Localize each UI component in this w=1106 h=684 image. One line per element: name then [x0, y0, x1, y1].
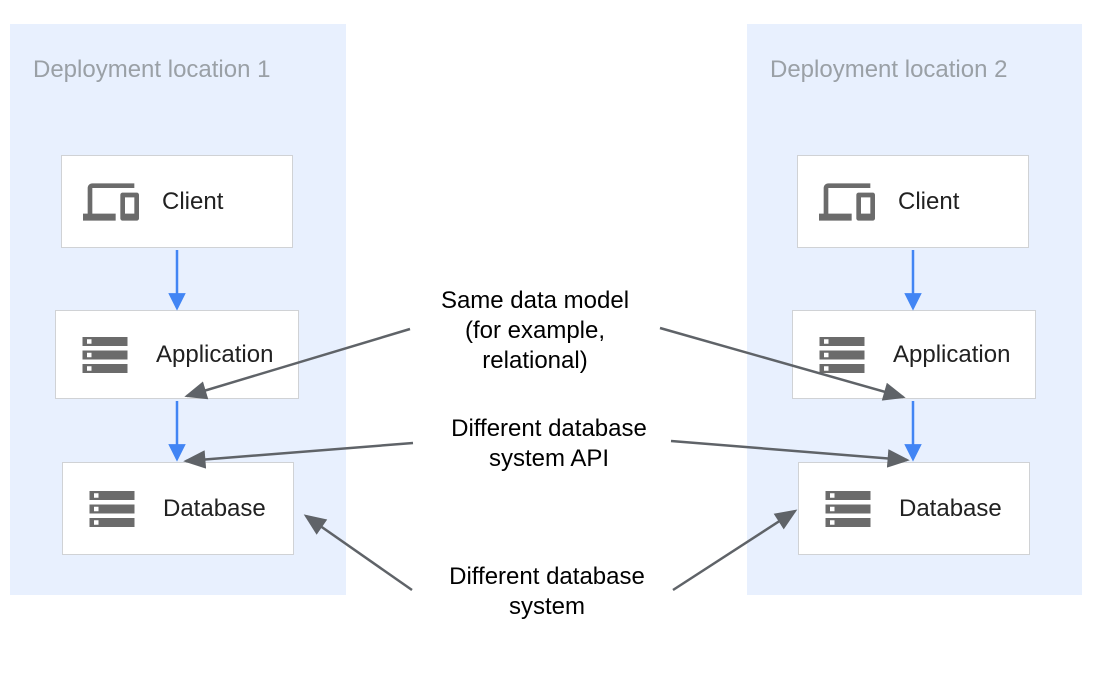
annotation-line: Different database	[451, 415, 647, 442]
node-application-1: Application	[55, 310, 299, 399]
annotation-line: Different database	[449, 563, 645, 590]
annotation-database-system: Different database system	[397, 562, 697, 622]
node-label: Application	[156, 340, 274, 368]
node-application-2: Application	[792, 310, 1036, 399]
node-client-2: Client	[797, 155, 1029, 248]
node-label: Client	[898, 187, 960, 215]
storage-icon	[813, 328, 871, 382]
annotation-line: (for example,	[464, 317, 606, 344]
node-database-2: Database	[798, 462, 1030, 555]
annotation-database-api: Different database system API	[399, 414, 699, 474]
storage-icon	[83, 482, 141, 536]
node-label: Client	[162, 187, 224, 215]
panel-title-2: Deployment location 2	[770, 56, 1008, 83]
annotation-same-data-model: Same data model (for example, relational…	[385, 286, 685, 376]
devices-icon	[818, 174, 876, 230]
node-label: Database	[163, 494, 266, 522]
annotation-line: system API	[488, 445, 610, 472]
panel-title-1: Deployment location 1	[33, 56, 271, 83]
annotation-line: Same data model	[440, 287, 630, 314]
storage-icon	[819, 482, 877, 536]
annotation-line: system	[508, 593, 585, 620]
storage-icon	[76, 328, 134, 382]
node-label: Database	[899, 494, 1002, 522]
node-label: Application	[893, 340, 1011, 368]
annotation-line: relational)	[482, 347, 588, 374]
devices-icon	[82, 174, 140, 230]
node-client-1: Client	[61, 155, 293, 248]
node-database-1: Database	[62, 462, 294, 555]
